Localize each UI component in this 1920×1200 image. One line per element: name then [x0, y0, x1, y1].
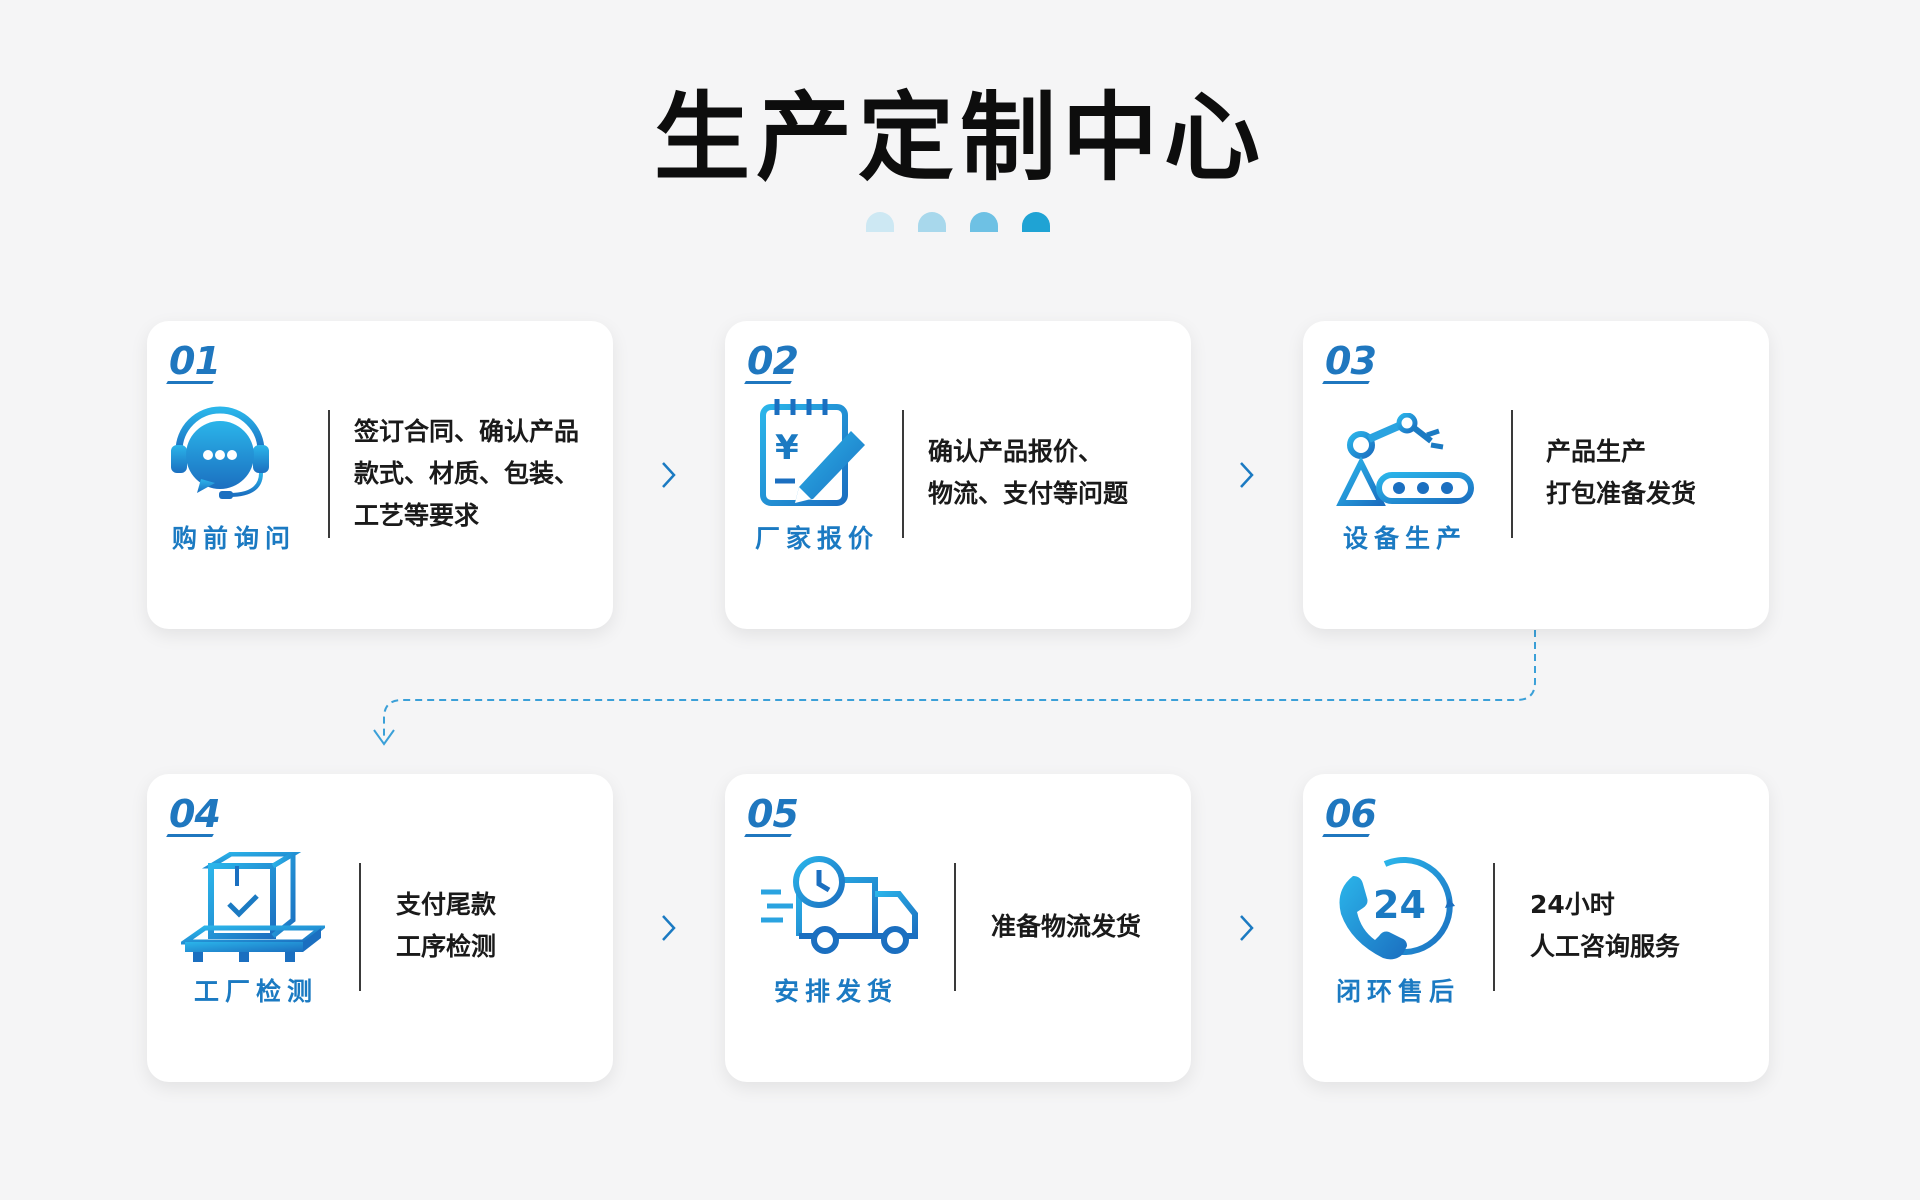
step-label: 设备生产	[1342, 524, 1467, 553]
step-description: 产品生产 打包准备发货	[1546, 437, 1697, 508]
step-description: 支付尾款 工序检测	[396, 890, 497, 961]
step-card-04: 04 工厂检测 支付尾款 工序检测	[147, 774, 613, 1082]
step-label: 厂家报价	[754, 524, 879, 553]
dot-3	[970, 212, 998, 232]
dot-4	[1022, 212, 1050, 232]
quote-notepad-icon: ¥	[759, 397, 871, 507]
delivery-truck-clock-icon	[759, 856, 923, 956]
step-number: 04	[169, 792, 221, 836]
divider	[902, 410, 904, 538]
step-description: 24小时 人工咨询服务	[1530, 890, 1681, 961]
dot-1	[866, 212, 894, 232]
step-number-underline	[1322, 381, 1370, 384]
phone-24h-icon: 24	[1333, 850, 1457, 966]
page-title: 生产定制中心	[654, 82, 1266, 194]
step-number: 02	[747, 339, 799, 383]
divider	[954, 863, 956, 991]
step-number-underline	[166, 834, 214, 837]
chevron-right-icon	[1240, 462, 1254, 488]
divider	[328, 410, 330, 538]
step-label: 购前询问	[171, 524, 296, 553]
step-card-03: 03 设备生产 产品生产 打包准备发货	[1303, 321, 1769, 629]
step-number-underline	[1322, 834, 1370, 837]
robot-arm-conveyor-icon	[1335, 413, 1475, 509]
step-number-underline	[744, 834, 792, 837]
step-number: 01	[169, 339, 221, 383]
step-label: 闭环售后	[1335, 977, 1460, 1006]
chevron-right-icon	[662, 915, 676, 941]
chevron-right-icon	[1240, 915, 1254, 941]
step-number: 05	[747, 792, 799, 836]
divider	[1493, 863, 1495, 991]
decorative-dots	[866, 212, 1056, 232]
svg-text:¥: ¥	[775, 428, 799, 468]
divider	[1511, 410, 1513, 538]
step-description: 确认产品报价、 物流、支付等问题	[928, 437, 1129, 508]
headset-chat-icon	[167, 395, 273, 503]
step-label: 安排发货	[773, 977, 898, 1006]
step-card-06: 06 24 闭环售后 24小时 人工咨询服务	[1303, 774, 1769, 1082]
step-card-02: 02 ¥ 厂家报价 确认产品报价、 物流、支付等问题	[725, 321, 1191, 629]
step-number: 06	[1325, 792, 1377, 836]
step-number-underline	[744, 381, 792, 384]
step-description: 准备物流发货	[991, 912, 1142, 941]
step-number: 03	[1325, 339, 1377, 383]
step-card-05: 05 安排发货 准备物流发货	[725, 774, 1191, 1082]
step-number-underline	[166, 381, 214, 384]
step-description: 签订合同、确认产品 款式、材质、包装、 工艺等要求	[354, 417, 580, 530]
step-label: 工厂检测	[193, 977, 318, 1006]
chevron-right-icon	[662, 462, 676, 488]
svg-text:24: 24	[1373, 883, 1426, 927]
box-pallet-check-icon	[181, 852, 325, 968]
step-card-01: 01 购前询问 签订合同、确认产品 款式、材质、包装、 工艺等要求	[147, 321, 613, 629]
dot-2	[918, 212, 946, 232]
divider	[359, 863, 361, 991]
